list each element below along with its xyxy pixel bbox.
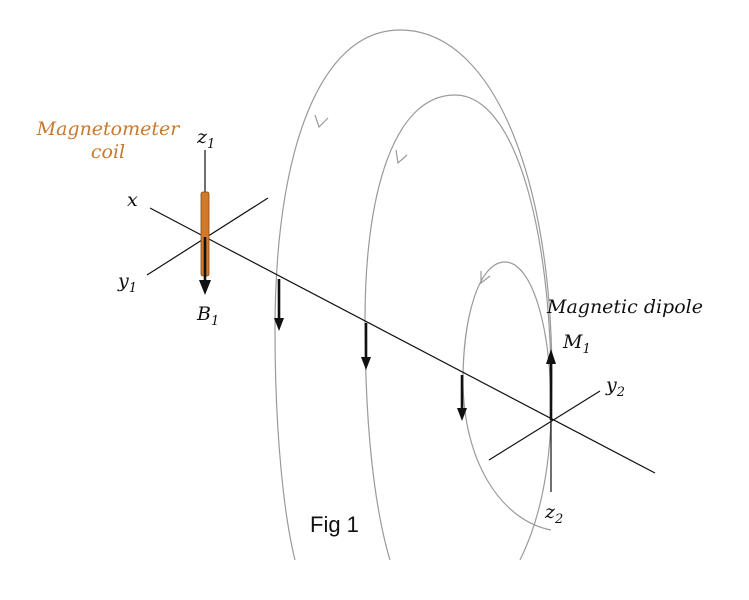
field-line-tail [519, 419, 552, 561]
y2-axis-line [488, 390, 601, 461]
chevron-arrow-icon [395, 149, 408, 165]
field-vector-2 [361, 323, 371, 370]
field-line-middle [364, 94, 552, 561]
m1-vector [546, 349, 556, 420]
z2-label: z2 [544, 501, 563, 527]
arrowhead-down-icon [457, 408, 467, 421]
chevron-arrow-icon [314, 114, 329, 129]
z1-label: z1 [196, 126, 215, 152]
arrowhead-up-icon [546, 349, 556, 364]
field-vector-3 [457, 375, 467, 421]
dipole-label: Magnetic dipole [546, 296, 703, 318]
connecting-line [204, 236, 656, 474]
x-axis-line [149, 207, 206, 238]
field-direction-markers [314, 114, 491, 285]
x-axis-label: x [127, 189, 138, 211]
y2-label: y2 [605, 374, 625, 400]
m1-label: M1 [562, 331, 591, 357]
y1-label: y1 [117, 270, 137, 296]
arrowhead-down-icon [274, 318, 284, 331]
field-line-inner [462, 261, 552, 531]
dipole-axes [488, 390, 601, 492]
b1-vector [199, 237, 211, 295]
coil-label-line1: Magnetometer [36, 118, 182, 140]
field-lines [274, 29, 553, 561]
figure-caption: Fig 1 [310, 512, 359, 537]
arrowhead-down-icon [199, 280, 211, 295]
arrowhead-down-icon [361, 357, 371, 370]
field-vector-1 [274, 279, 284, 331]
b1-label: B1 [196, 303, 219, 329]
chevron-arrow-icon [480, 271, 491, 285]
field-line-outer [274, 29, 553, 561]
coil-label-line2: coil [91, 141, 125, 163]
